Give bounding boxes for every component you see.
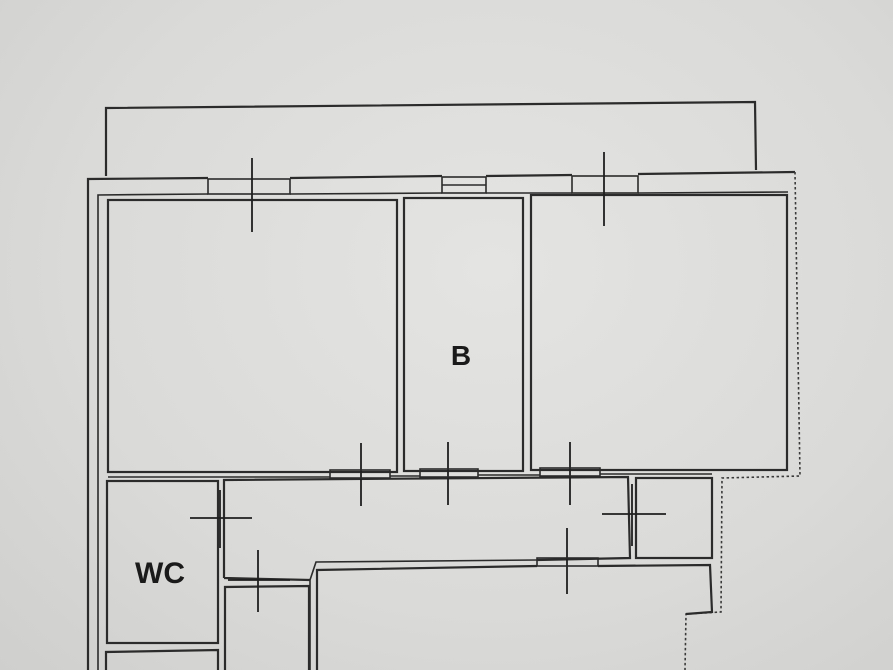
exterior-wall-inner: [97, 191, 789, 670]
room-lower-main: [315, 563, 714, 670]
room-lower-left: [223, 584, 311, 670]
balcony-outline: [104, 100, 758, 176]
top-window-middle: [441, 176, 487, 194]
corridor: [222, 475, 632, 582]
closet-right: [634, 476, 714, 560]
room-wc-label: WC: [135, 557, 185, 590]
room-b-label: B: [451, 340, 471, 371]
room-bedroom-right: [529, 193, 789, 472]
room-b: [402, 196, 525, 473]
door-gaps: [329, 467, 601, 567]
room-bottom-left: [104, 648, 220, 670]
top-window-left: [207, 178, 291, 195]
room-lower-main-outer: [309, 559, 538, 670]
room-bedroom-left: [106, 198, 399, 474]
corridor-top-wall: [108, 473, 712, 478]
room-wc: [105, 479, 220, 645]
right-boundary-dashed: [684, 171, 801, 670]
top-window-right: [571, 175, 639, 194]
door-markers: [190, 152, 666, 612]
exterior-wall-outer: [86, 170, 796, 670]
